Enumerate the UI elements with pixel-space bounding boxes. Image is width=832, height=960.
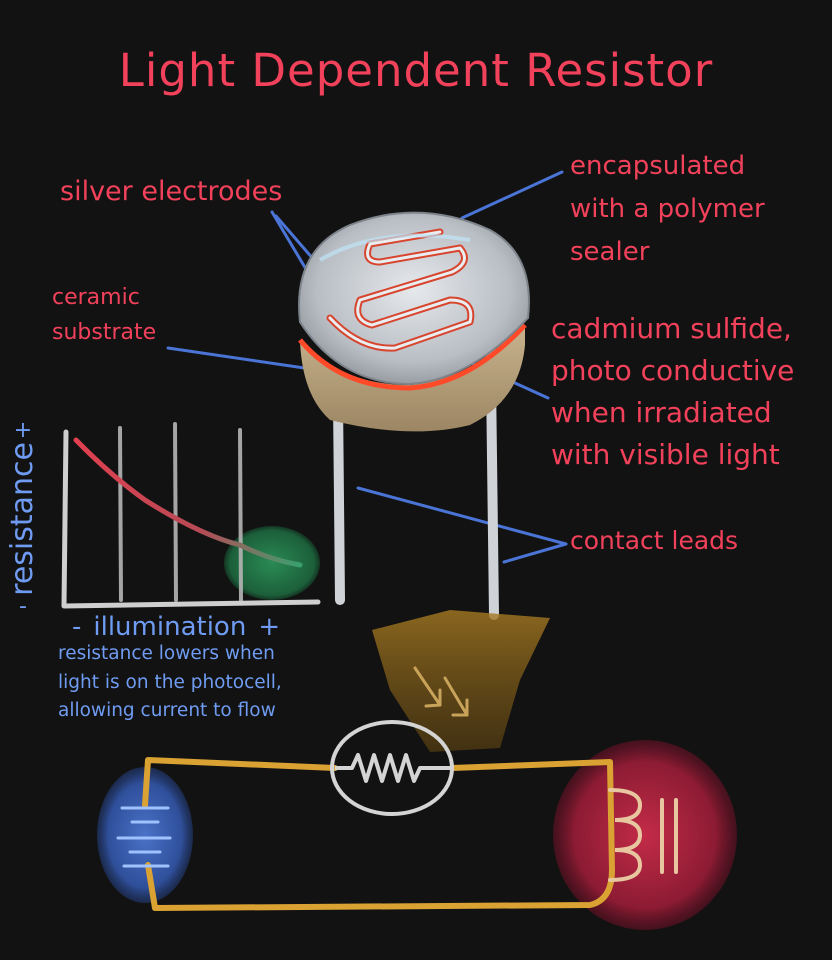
y-axis-plus: + [13, 418, 33, 443]
lead-left [333, 395, 345, 605]
label-silver-electrodes: silver electrodes [60, 176, 283, 207]
light-arrows-icon [413, 666, 469, 717]
circuit [97, 720, 737, 930]
y-axis-minus: - [19, 593, 27, 619]
operating-point-blob [224, 526, 320, 600]
light-glow [372, 610, 550, 752]
graph-note: resistance lowers when light is on the p… [58, 643, 282, 722]
x-axis-minus: - [72, 612, 82, 642]
light-source [372, 610, 550, 752]
leader-leads-1 [356, 486, 568, 546]
ceramic-base [300, 325, 525, 432]
y-axis-label: resistance [5, 442, 40, 596]
resistance-graph [61, 422, 321, 609]
grid-lines [118, 422, 243, 602]
cds-layer [298, 323, 527, 391]
coil-icon [608, 788, 678, 882]
ldr-component [298, 211, 530, 620]
leader-ceramic [166, 346, 320, 372]
leader-leads-2 [502, 542, 568, 564]
leader-encapsulated [460, 170, 564, 220]
label-contact-leads: contact leads [570, 526, 739, 555]
x-axis-label: illumination [93, 612, 247, 642]
x-axis-plus: + [258, 612, 281, 642]
label-encapsulated: encapsulated with a polymer sealer [570, 151, 765, 267]
graph-axes [61, 429, 321, 609]
x-axis-labels: - illumination + [72, 612, 280, 644]
y-axis-labels: + resistance - [5, 418, 40, 618]
battery-glow [97, 767, 193, 903]
label-ceramic-substrate: ceramic substrate [52, 285, 157, 346]
electrode-silver-fill [328, 230, 473, 350]
label-cadmium-sulfide: cadmium sulfide, photo conductive when i… [551, 312, 795, 471]
page-title: Light Dependent Resistor [118, 44, 714, 97]
circuit-wire [142, 757, 615, 911]
coil-glow [553, 740, 737, 930]
resistance-curve [73, 437, 303, 568]
photoresistor-icon [330, 720, 454, 816]
battery-icon [116, 806, 172, 868]
highlight [318, 233, 471, 262]
